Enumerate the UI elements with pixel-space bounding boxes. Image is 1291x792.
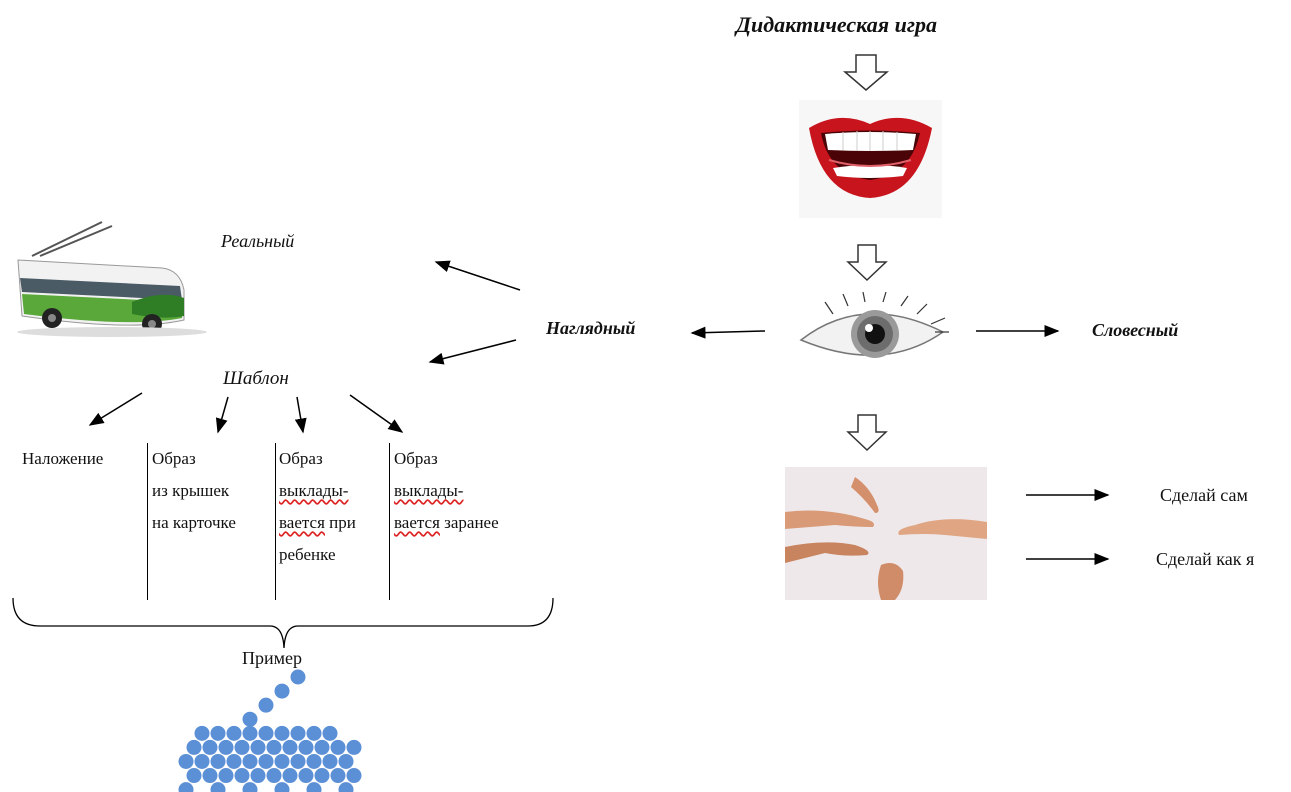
pattern-dot xyxy=(250,768,266,784)
pattern-dot xyxy=(290,669,306,685)
pattern-dot xyxy=(226,725,242,741)
pattern-dot xyxy=(306,753,322,769)
pattern-dot xyxy=(282,739,298,755)
column-divider-3 xyxy=(389,443,390,600)
pattern-dot xyxy=(210,725,226,741)
diagram-title: Дидактическая игра xyxy=(736,12,937,37)
visual-label: Наглядный xyxy=(546,318,636,338)
pattern-dot xyxy=(282,768,298,784)
pattern-dot xyxy=(234,739,250,755)
dot-pattern-example xyxy=(176,668,366,792)
lips-image xyxy=(799,100,942,218)
pattern-dot xyxy=(306,725,322,741)
column-divider-2 xyxy=(275,443,276,600)
arrow-to-col2 xyxy=(215,396,229,434)
pattern-dot xyxy=(290,753,306,769)
pattern-dot xyxy=(258,697,274,713)
template-label: Шаблон xyxy=(223,368,289,389)
pattern-dot xyxy=(290,725,306,741)
curly-brace xyxy=(12,597,554,649)
pattern-dot xyxy=(242,711,258,727)
pattern-dot xyxy=(250,739,266,755)
pattern-dot xyxy=(210,782,226,792)
pattern-dot xyxy=(186,739,202,755)
column-laid-in-advance: Образ выклады- вается заранее xyxy=(394,449,499,532)
pattern-dot xyxy=(234,768,250,784)
pattern-dot xyxy=(218,739,234,755)
pattern-dot xyxy=(314,768,330,784)
pattern-dot xyxy=(330,768,346,784)
column-divider-1 xyxy=(147,443,148,600)
pattern-dot xyxy=(298,768,314,784)
real-label: Реальный xyxy=(221,231,295,251)
pattern-dot xyxy=(210,753,226,769)
pattern-dot xyxy=(266,739,282,755)
pattern-dot xyxy=(274,683,290,699)
verbal-label: Словесный xyxy=(1092,320,1179,340)
pattern-dot xyxy=(186,768,202,784)
do-yourself-label: Сделай сам xyxy=(1160,485,1248,505)
pattern-dot xyxy=(314,739,330,755)
arrow-to-visual xyxy=(690,326,766,339)
pattern-dot xyxy=(274,782,290,792)
trolleybus-image xyxy=(12,220,212,340)
pattern-dot xyxy=(178,782,194,792)
arrow-to-real xyxy=(434,260,521,291)
pattern-dot xyxy=(306,782,322,792)
pattern-dot xyxy=(242,753,258,769)
pattern-dot xyxy=(178,753,194,769)
example-label: Пример xyxy=(242,648,303,668)
pattern-dot xyxy=(242,725,258,741)
pattern-dot xyxy=(258,725,274,741)
pattern-dot xyxy=(202,768,218,784)
squiggle-word: вается xyxy=(279,513,325,532)
pattern-dot xyxy=(322,753,338,769)
pattern-dot xyxy=(194,725,210,741)
arrow-to-col1 xyxy=(88,392,143,426)
hands-image xyxy=(785,467,987,600)
column-caps-image: Образ из крышек на карточке xyxy=(152,449,236,532)
pattern-dot xyxy=(322,725,338,741)
pattern-dot xyxy=(330,739,346,755)
pattern-dot xyxy=(274,725,290,741)
pattern-dot xyxy=(298,739,314,755)
pattern-dot xyxy=(202,739,218,755)
eye-image xyxy=(793,291,953,377)
pattern-dot xyxy=(242,782,258,792)
arrow-to-col3 xyxy=(294,396,307,434)
pattern-dot xyxy=(346,739,362,755)
pattern-dot xyxy=(218,768,234,784)
pattern-dot xyxy=(266,768,282,784)
hollow-down-arrow-1 xyxy=(842,54,890,91)
pattern-dot xyxy=(346,768,362,784)
hollow-down-arrow-2 xyxy=(846,244,888,282)
pattern-dot xyxy=(226,753,242,769)
column-overlay: Наложение xyxy=(22,449,104,468)
pattern-dot xyxy=(338,753,354,769)
arrow-to-template xyxy=(428,339,517,365)
pattern-dot xyxy=(338,782,354,792)
pattern-dot xyxy=(194,753,210,769)
pattern-dot xyxy=(258,753,274,769)
arrow-to-col4 xyxy=(349,394,404,433)
column-laid-with-child: Образ выклады- вается при ребенке xyxy=(279,449,356,564)
squiggle-word-2: вается xyxy=(394,513,440,532)
pattern-dot xyxy=(274,753,290,769)
do-like-me-label: Сделай как я xyxy=(1156,549,1255,569)
hollow-down-arrow-3 xyxy=(846,414,888,452)
